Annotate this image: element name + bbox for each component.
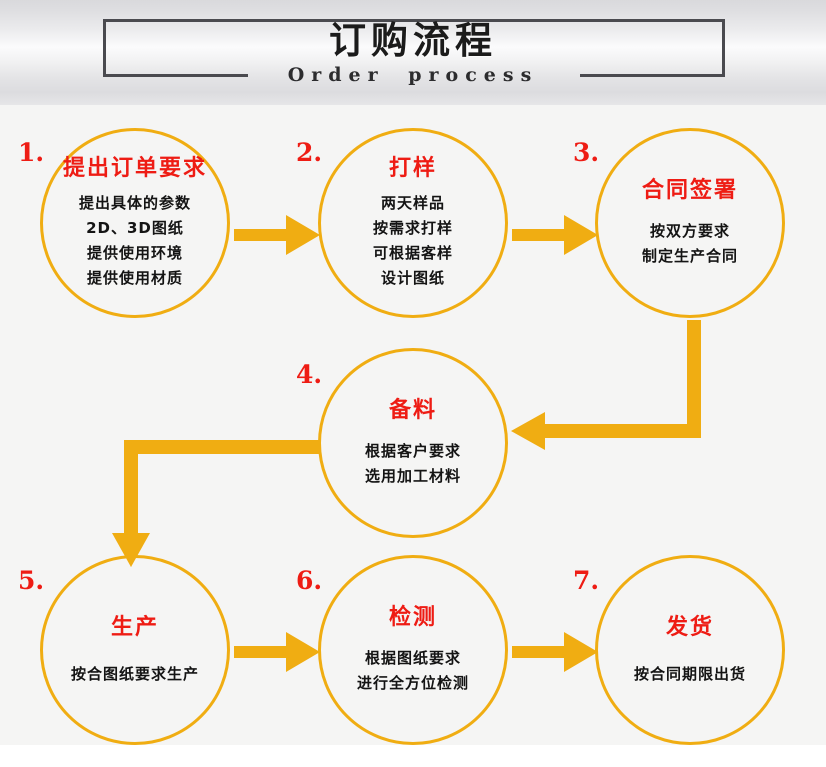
node-6-line-2: 进行全方位检测 (356, 674, 469, 692)
node-7-line-1: 按合同期限出货 (633, 664, 746, 683)
node-6-line-1: 根据图纸要求 (364, 649, 461, 667)
node-5-line-1: 按合图纸要求生产 (70, 664, 199, 683)
node-2-line-2: 按需求打样 (372, 219, 453, 237)
header-band (0, 0, 826, 105)
node-5-title: 生产 (110, 614, 159, 640)
node-2-title: 打样 (388, 156, 437, 181)
page-title: 订购流程 (329, 19, 497, 62)
node-7[interactable]: 发货 按合同期限出货 (595, 555, 785, 745)
node-2-line-4: 设计图纸 (380, 269, 445, 287)
node-3-line-2: 制定生产合同 (641, 247, 738, 265)
node-4-lines: 根据客户要求 选用加工材料 (365, 439, 461, 489)
page-subtitle: Order process (0, 63, 826, 87)
node-6-lines: 根据图纸要求 进行全方位检测 (357, 646, 469, 696)
step-number-6: 6. (296, 566, 323, 595)
arrow-node5-to-node6 (234, 622, 324, 682)
header-frame-bottom-right-rule (580, 74, 725, 77)
node-2-lines: 两天样品 按需求打样 可根据客样 设计图纸 (373, 191, 453, 291)
node-4-line-1: 根据客户要求 (364, 442, 461, 460)
node-1-line-3: 提供使用环境 (86, 244, 183, 262)
page-subtitle-word-1: Order (287, 64, 385, 86)
node-3-title: 合同签署 (641, 178, 738, 203)
page-footer-strip (0, 745, 826, 767)
node-4-line-2: 选用加工材料 (364, 467, 461, 485)
node-7-lines: 按合同期限出货 (634, 662, 746, 687)
connector-node4-to-node5 (110, 415, 325, 570)
node-5[interactable]: 生产 按合图纸要求生产 (40, 555, 230, 745)
node-2-line-3: 可根据客样 (372, 244, 453, 262)
node-1-lines: 提出具体的参数 2D、3D图纸 提供使用环境 提供使用材质 (79, 191, 191, 291)
node-3-line-1: 按双方要求 (649, 222, 730, 240)
node-4[interactable]: 备料 根据客户要求 选用加工材料 (318, 348, 508, 538)
step-number-2: 2. (296, 138, 323, 167)
node-3-lines: 按双方要求 制定生产合同 (642, 219, 738, 269)
node-2-line-1: 两天样品 (380, 194, 445, 212)
node-5-lines: 按合图纸要求生产 (71, 662, 199, 687)
step-number-5: 5. (18, 566, 45, 595)
step-number-1: 1. (18, 138, 45, 167)
step-number-3: 3. (573, 138, 600, 167)
header-frame (103, 19, 725, 77)
node-1-line-1: 提出具体的参数 (78, 194, 191, 212)
page-subtitle-spacer (385, 64, 409, 86)
arrow-node2-to-node3 (512, 205, 602, 265)
node-7-title: 发货 (665, 614, 714, 640)
node-1[interactable]: 提出订单要求 提出具体的参数 2D、3D图纸 提供使用环境 提供使用材质 (40, 128, 230, 318)
header-frame-bottom-left-rule (103, 74, 248, 77)
node-1-line-4: 提供使用材质 (86, 269, 183, 287)
node-6-title: 检测 (388, 605, 437, 630)
page-subtitle-word-2: process (408, 64, 539, 86)
node-1-line-2: 2D、3D图纸 (86, 219, 184, 237)
node-3[interactable]: 合同签署 按双方要求 制定生产合同 (595, 128, 785, 318)
node-6[interactable]: 检测 根据图纸要求 进行全方位检测 (318, 555, 508, 745)
arrow-node6-to-node7 (512, 622, 602, 682)
connector-node3-to-node4 (505, 320, 715, 460)
step-number-4: 4. (296, 360, 323, 389)
node-1-title: 提出订单要求 (62, 156, 207, 181)
step-number-7: 7. (573, 566, 600, 595)
arrow-node1-to-node2 (234, 205, 324, 265)
node-2[interactable]: 打样 两天样品 按需求打样 可根据客样 设计图纸 (318, 128, 508, 318)
node-4-title: 备料 (388, 398, 437, 423)
